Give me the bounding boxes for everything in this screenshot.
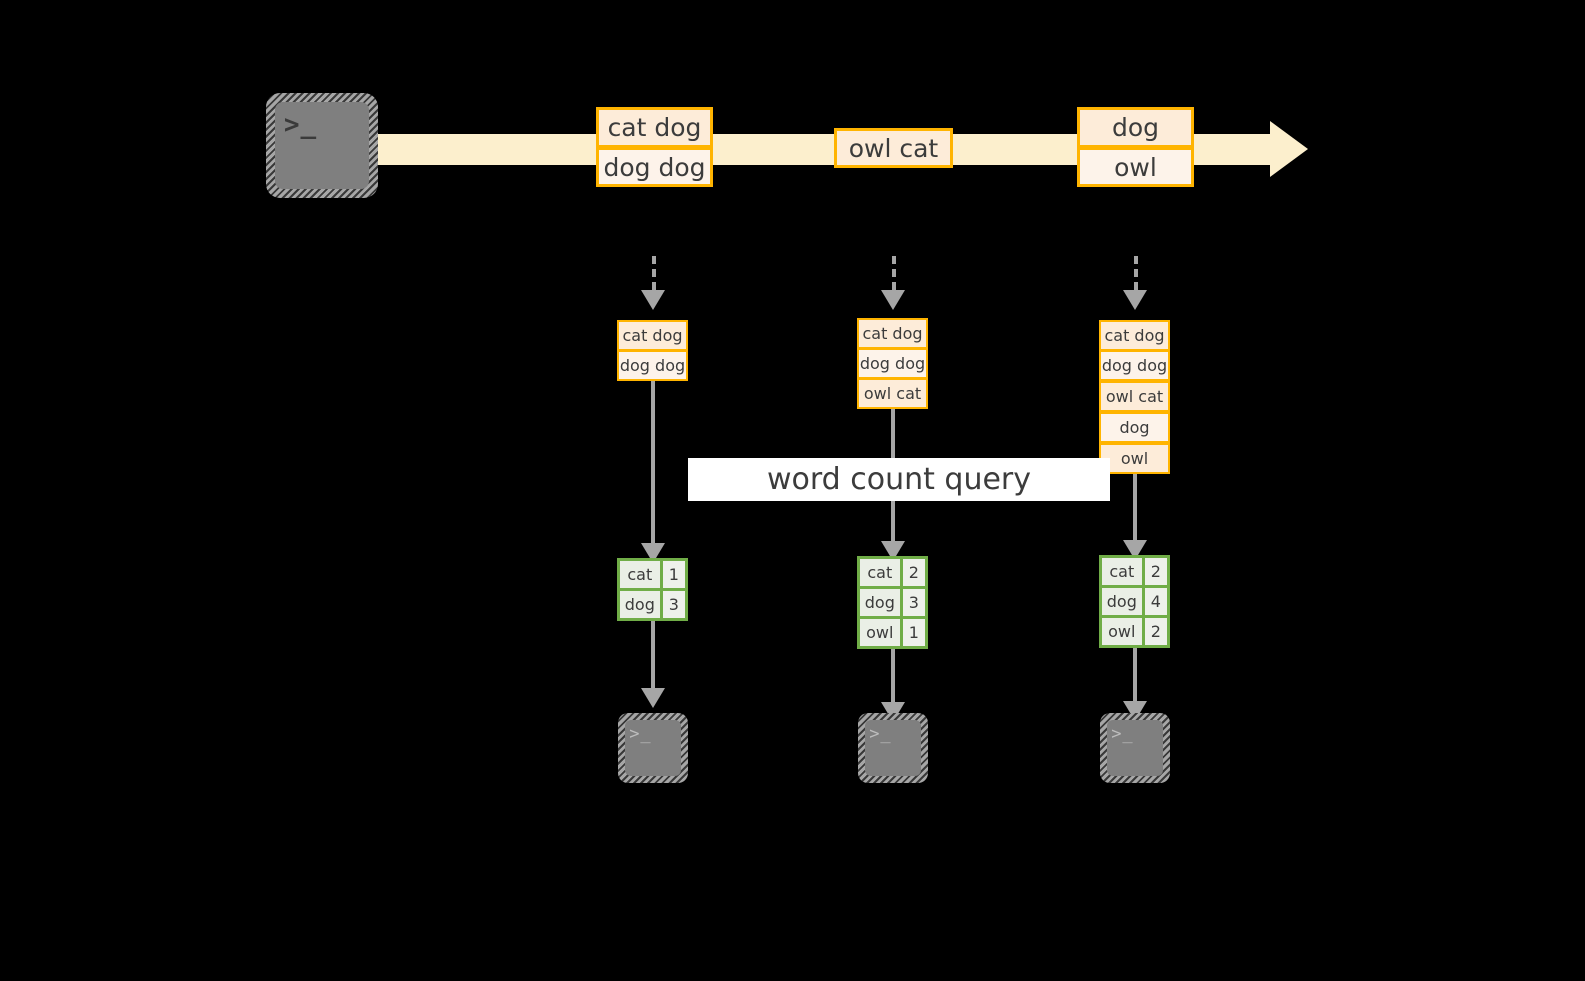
result-flow-line [891,649,895,707]
query-label: word count query [688,458,1110,501]
terminal-prompt-label: >_ [869,723,892,744]
table-row: cat 1 [620,561,685,588]
count-cell: 3 [902,589,925,616]
table-row: cat 2 [1102,558,1167,585]
source-terminal-icon[interactable]: >_ [266,93,378,198]
snapshot-event-box[interactable]: dog dog [857,348,928,379]
word-cell: cat [860,559,900,586]
word-cell: cat [1102,558,1142,585]
word-cell: dog [1102,588,1142,615]
snapshot-event-box[interactable]: owl cat [857,378,928,409]
snapshot-event-box[interactable]: dog dog [1099,350,1170,381]
word-cell: cat [620,561,660,588]
stream-event-box[interactable]: dog [1077,107,1194,148]
snapshot-trigger-line [1134,256,1138,290]
count-cell: 3 [662,591,685,618]
word-cell: dog [860,589,900,616]
table-row: owl 1 [860,619,925,646]
snapshot-event-box[interactable]: cat dog [857,318,928,349]
stream-event-box[interactable]: dog dog [596,147,713,187]
snapshot-trigger-arrowhead-icon [641,290,665,310]
stream-event-box[interactable]: owl cat [834,128,953,168]
count-cell: 2 [1144,618,1167,645]
word-count-table[interactable]: cat 2 dog 3 owl 1 [857,556,928,649]
snapshot-event-box[interactable]: cat dog [1099,320,1170,351]
word-count-table[interactable]: cat 1 dog 3 [617,558,688,621]
count-cell: 2 [902,559,925,586]
terminal-screen [625,720,681,776]
stream-arrowhead-icon [1270,121,1308,177]
count-cell: 2 [1144,558,1167,585]
terminal-prompt-label: >_ [283,109,318,140]
sink-terminal-icon[interactable]: >_ [1100,713,1170,783]
count-cell: 1 [662,561,685,588]
terminal-screen [1107,720,1163,776]
stream-event-box[interactable]: cat dog [596,107,713,148]
result-flow-line [651,621,655,691]
snapshot-trigger-line [892,256,896,290]
snapshot-event-box[interactable]: dog dog [617,350,688,381]
terminal-screen [275,102,369,189]
terminal-screen [865,720,921,776]
word-cell: dog [620,591,660,618]
result-flow-arrowhead-icon [641,688,665,708]
terminal-prompt-label: >_ [1111,723,1134,744]
table-row: dog 3 [620,591,685,618]
table-row: cat 2 [860,559,925,586]
snapshot-event-box[interactable]: cat dog [617,320,688,351]
table-row: owl 2 [1102,618,1167,645]
sink-terminal-icon[interactable]: >_ [618,713,688,783]
terminal-prompt-label: >_ [629,723,652,744]
word-cell: owl [1102,618,1142,645]
query-flow-line [651,381,655,546]
stream-event-box[interactable]: owl [1077,147,1194,187]
snapshot-event-box[interactable]: owl cat [1099,381,1170,412]
snapshot-trigger-line [652,256,656,290]
count-cell: 4 [1144,588,1167,615]
snapshot-event-box[interactable]: dog [1099,412,1170,443]
snapshot-trigger-arrowhead-icon [1123,290,1147,310]
table-row: dog 4 [1102,588,1167,615]
word-count-table[interactable]: cat 2 dog 4 owl 2 [1099,555,1170,648]
sink-terminal-icon[interactable]: >_ [858,713,928,783]
table-row: dog 3 [860,589,925,616]
query-flow-line [1133,474,1137,544]
snapshot-trigger-arrowhead-icon [881,290,905,310]
result-flow-line [1133,648,1137,706]
word-cell: owl [860,619,900,646]
count-cell: 1 [902,619,925,646]
